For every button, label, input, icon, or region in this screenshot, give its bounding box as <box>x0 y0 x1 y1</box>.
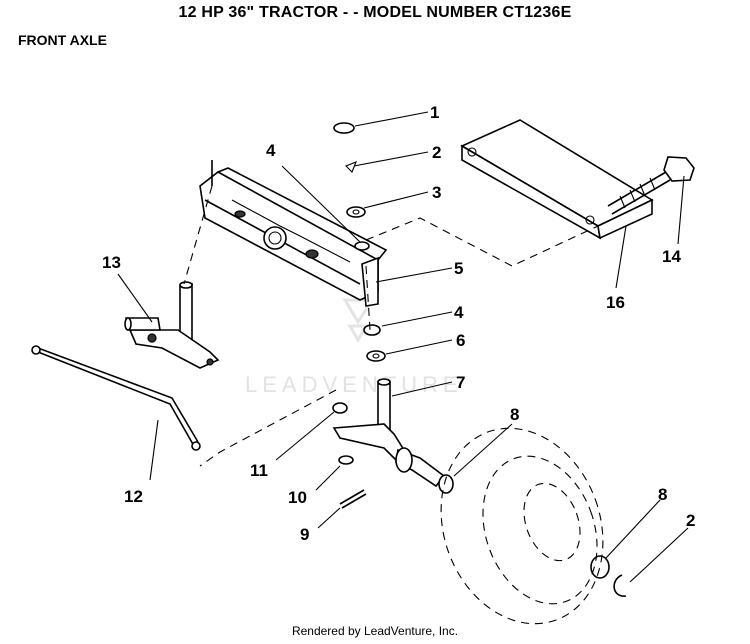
small-hardware <box>332 122 627 597</box>
callout-10: 10 <box>288 488 307 507</box>
callout-2: 2 <box>432 143 441 162</box>
callout-4-top: 4 <box>266 141 276 160</box>
assembly-lines <box>183 185 599 467</box>
callout-5: 5 <box>454 259 463 278</box>
leader-lines <box>117 111 689 583</box>
section-label: FRONT AXLE <box>18 32 107 48</box>
callout-16: 16 <box>606 293 625 312</box>
part-11-nut <box>332 402 348 414</box>
part-8-washer-outer <box>590 555 610 579</box>
part-9-cotter-pin <box>339 489 367 509</box>
part-10-washer <box>338 455 354 465</box>
callouts: 1 2 3 4 5 4 6 7 8 8 2 9 10 11 12 13 14 1… <box>102 103 695 544</box>
watermark: LEADVENTURE <box>245 298 463 397</box>
callout-14: 14 <box>662 247 681 266</box>
front-axle-beam <box>199 160 388 307</box>
part-6-washer <box>366 350 386 362</box>
part-3-washer <box>346 206 366 218</box>
part-2-clip <box>345 161 357 173</box>
diagram-title: 12 HP 36" TRACTOR - - MODEL NUMBER CT123… <box>178 4 572 21</box>
part-4-bushing-top <box>354 241 370 251</box>
watermark-text: LEADVENTURE <box>245 372 463 397</box>
part-12-tie-rod <box>31 345 201 451</box>
footer-credit: Rendered by LeadVenture, Inc. <box>291 624 459 638</box>
callout-1: 1 <box>430 103 439 122</box>
part-14-bolt <box>607 156 695 215</box>
callout-11: 11 <box>250 461 268 480</box>
front-wheel <box>440 427 604 625</box>
part-7-spindle <box>332 378 446 488</box>
callout-2-outer: 2 <box>686 511 695 530</box>
callout-4-bottom: 4 <box>454 303 464 322</box>
part-2-clip-outer <box>613 574 627 597</box>
part-4-bushing-bottom <box>363 324 381 336</box>
callout-7: 7 <box>456 373 465 392</box>
part-1-cap <box>333 122 355 134</box>
part-8-washer-inner <box>438 474 454 494</box>
callout-8-outer: 8 <box>658 485 667 504</box>
part-16-bracket <box>460 119 654 240</box>
callout-3: 3 <box>432 183 441 202</box>
callout-12: 12 <box>124 487 143 506</box>
callout-8-inner: 8 <box>510 405 519 424</box>
part-13-spindle <box>124 281 220 369</box>
callout-6: 6 <box>456 331 465 350</box>
callout-9: 9 <box>300 525 309 544</box>
callout-13: 13 <box>102 253 121 272</box>
